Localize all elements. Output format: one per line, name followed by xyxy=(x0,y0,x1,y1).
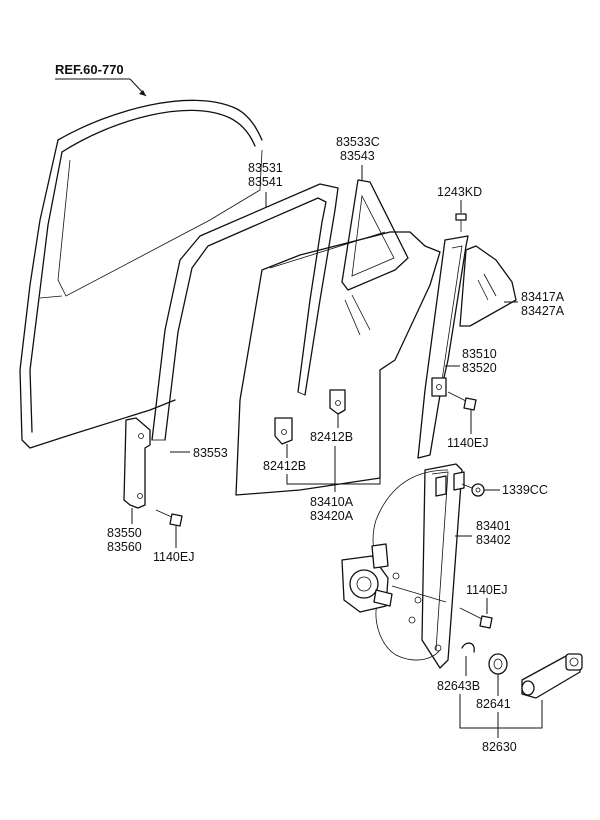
label-83510[interactable]: 83510 xyxy=(462,347,497,361)
label-83420A[interactable]: 83420A xyxy=(310,509,354,523)
label-1140EJ-right[interactable]: 1140EJ xyxy=(466,583,507,597)
label-83541[interactable]: 83541 xyxy=(248,175,283,189)
label-83533C[interactable]: 83533C xyxy=(336,135,380,149)
leader-82630-bracket xyxy=(459,694,543,729)
label-83402[interactable]: 83402 xyxy=(476,533,511,547)
label-82412B-right[interactable]: 82412B xyxy=(310,430,353,444)
window-handle-82630 xyxy=(521,653,583,699)
door-glass xyxy=(235,231,441,496)
quarter-glass-83417A xyxy=(459,245,517,327)
glass-bracket-82412B-right xyxy=(329,389,346,415)
window-regulator-83401 xyxy=(341,463,465,669)
label-82641[interactable]: 82641 xyxy=(476,697,511,711)
label-1339CC[interactable]: 1339CC xyxy=(502,483,548,497)
quarter-frame-83533C xyxy=(341,179,409,291)
label-83427A[interactable]: 83427A xyxy=(521,304,565,318)
label-83410A[interactable]: 83410A xyxy=(310,495,354,509)
label-83543[interactable]: 83543 xyxy=(340,149,375,163)
run-channel-83531 xyxy=(151,183,339,441)
label-1243KD[interactable]: 1243KD xyxy=(437,185,482,199)
leader-glass-bracket xyxy=(286,372,381,485)
label-83531[interactable]: 83531 xyxy=(248,161,283,175)
washer-82641 xyxy=(488,653,508,675)
door-panel xyxy=(19,99,263,449)
label-83553[interactable]: 83553 xyxy=(193,446,228,460)
rear-channel-83510 xyxy=(417,235,469,459)
reference-label[interactable]: REF.60-770 xyxy=(55,62,124,77)
label-83417A[interactable]: 83417A xyxy=(521,290,565,304)
bolt-1140EJ-lower-right xyxy=(459,607,493,629)
reference-arrowhead xyxy=(139,90,146,96)
label-1140EJ-left[interactable]: 1140EJ xyxy=(153,550,194,564)
label-83550[interactable]: 83550 xyxy=(107,526,142,540)
screw-1243KD xyxy=(455,213,467,232)
nut-1339CC xyxy=(461,483,485,497)
label-82630[interactable]: 82630 xyxy=(482,740,517,754)
label-1140EJ-upper[interactable]: 1140EJ xyxy=(447,436,488,450)
glass-bracket-82412B-left xyxy=(274,417,293,445)
bolt-1140EJ-upper xyxy=(447,391,477,411)
label-83560[interactable]: 83560 xyxy=(107,540,142,554)
label-83520[interactable]: 83520 xyxy=(462,361,497,375)
lower-channel-83550 xyxy=(123,417,151,509)
label-82412B-left[interactable]: 82412B xyxy=(263,459,306,473)
bolt-1140EJ-lower-left xyxy=(155,509,183,527)
label-82643B[interactable]: 82643B xyxy=(437,679,480,693)
label-83401[interactable]: 83401 xyxy=(476,519,511,533)
clip-82643B xyxy=(461,642,475,653)
